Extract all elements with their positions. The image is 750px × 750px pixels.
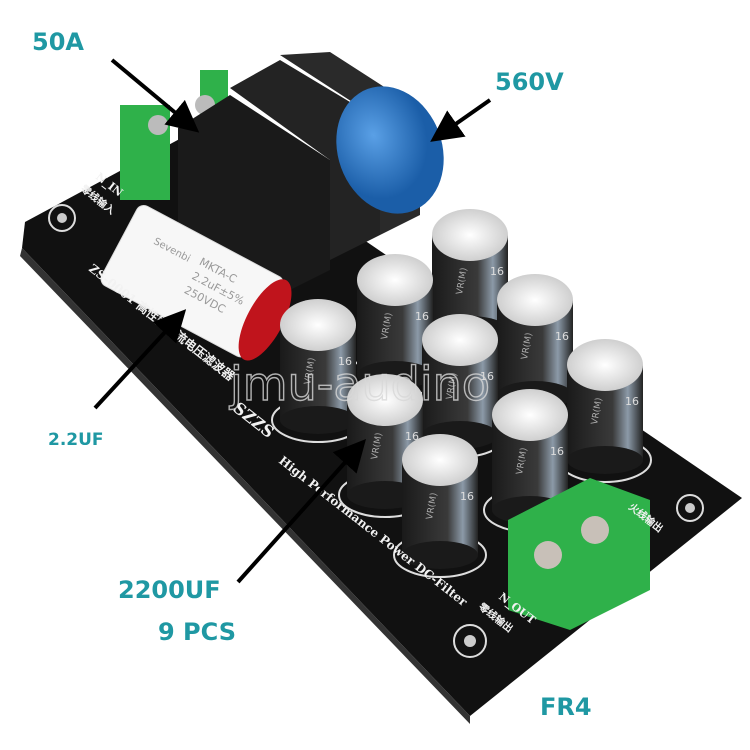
mounting-hole: [685, 503, 695, 513]
mounting-hole: [453, 624, 487, 658]
electrolytic-capacitor: VR(M) 16: [271, 299, 365, 443]
cap-voltage-marking: 16: [555, 330, 569, 343]
arrow-2-2uf: [93, 309, 187, 410]
cap-voltage-marking: 16: [480, 370, 494, 383]
cap-voltage-marking: 16: [415, 310, 429, 323]
varistor: [336, 86, 444, 214]
label-board-material: FR4: [540, 693, 592, 721]
label-film-cap: 2.2UF: [48, 430, 104, 450]
label-voltage: 560V: [495, 68, 564, 96]
arrow-560v: [430, 98, 492, 142]
input-terminal-block: [120, 70, 228, 200]
cap-series-marking: VR(M): [445, 372, 460, 401]
cap-series-marking: VR(M): [515, 447, 530, 476]
cap-series-marking: VR(M): [590, 397, 605, 426]
cap-series-marking: VR(M): [520, 332, 535, 361]
cap-voltage-marking: 16: [490, 265, 504, 278]
cap-voltage-marking: 16: [550, 445, 564, 458]
mounting-hole: [57, 213, 67, 223]
label-current: 50A: [32, 28, 84, 56]
cap-series-marking: VR(M): [380, 312, 395, 341]
cap-voltage-marking: 16: [405, 430, 419, 443]
label-cap-count: 9 PCS: [158, 618, 236, 646]
electrolytic-capacitors: VR(M) 16 VR(M) 16 VR(M) 16 VR(M) 16 VR(M…: [271, 209, 652, 578]
label-electrolytic-cap: 2200UF: [118, 576, 221, 604]
output-terminal-block: [508, 478, 650, 630]
mounting-hole: [676, 494, 704, 522]
cap-series-marking: VR(M): [455, 267, 470, 296]
electrolytic-capacitor: VR(M) 16: [413, 314, 507, 458]
electrolytic-capacitor: VR(M) 16: [558, 339, 652, 483]
electrolytic-capacitor: VR(M) 16: [393, 434, 487, 578]
cap-series-marking: VR(M): [303, 357, 318, 386]
arrow-2200uf: [236, 439, 367, 584]
film-capacitor: Sevenbi MKTA-C 2.2uF±5% 250VDC: [100, 205, 292, 361]
watermark: jmu-audino: [229, 357, 490, 411]
cap-voltage-marking: 16: [625, 395, 639, 408]
mounting-hole: [464, 635, 476, 647]
cap-series-marking: VR(M): [370, 432, 385, 461]
cap-voltage-marking: 16: [338, 355, 352, 368]
cap-series-marking: VR(M): [425, 492, 440, 521]
electrolytic-capacitor: VR(M) 16: [488, 274, 582, 418]
mounting-hole: [48, 204, 76, 232]
cap-voltage-marking: 16: [460, 490, 474, 503]
arrow-50a: [110, 58, 200, 133]
